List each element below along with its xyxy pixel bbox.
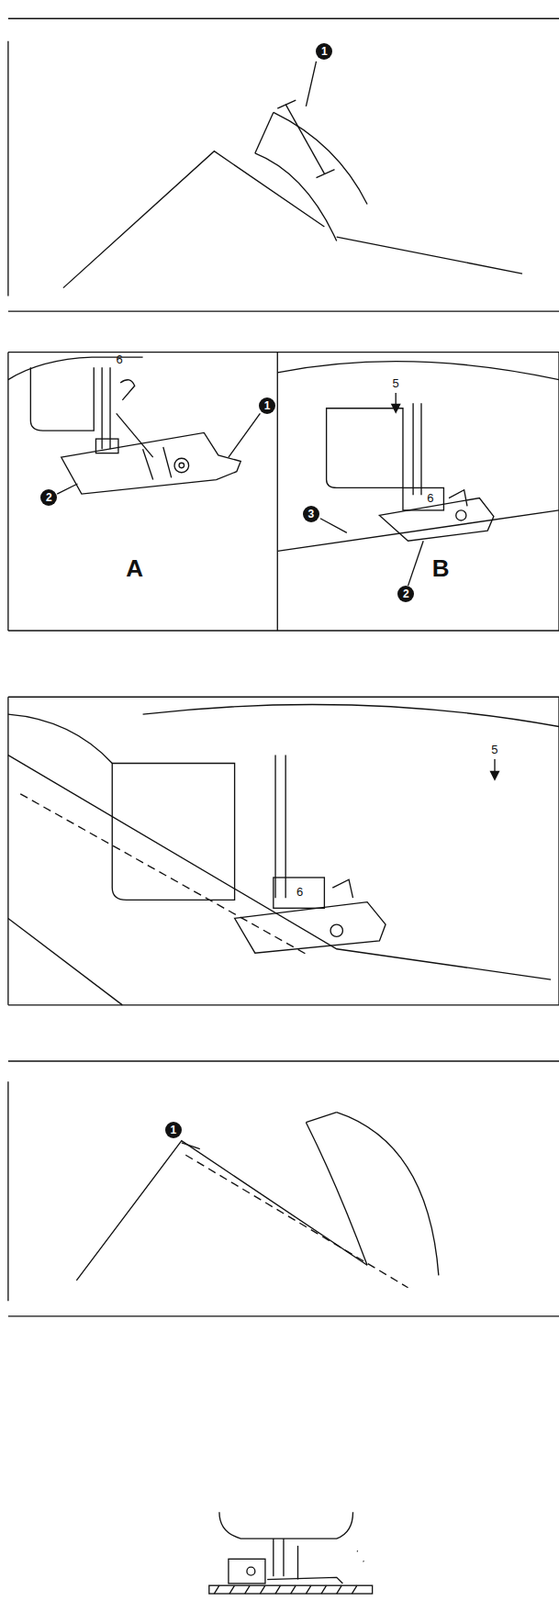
view-letter: A	[125, 555, 144, 582]
part-number: 6	[426, 491, 434, 505]
part-number: 6	[296, 884, 303, 899]
callout-number: 1	[315, 43, 333, 60]
part-number: 5	[392, 376, 400, 391]
callout-number: 1	[258, 397, 276, 414]
callout-number: 2	[397, 585, 414, 603]
view-letter: B	[432, 555, 450, 582]
callout-number: 1	[165, 1121, 182, 1139]
callout-number: 2	[40, 489, 57, 506]
callout-number: 3	[302, 505, 320, 523]
part-number: 5	[491, 742, 498, 757]
part-number: 6	[115, 352, 123, 367]
